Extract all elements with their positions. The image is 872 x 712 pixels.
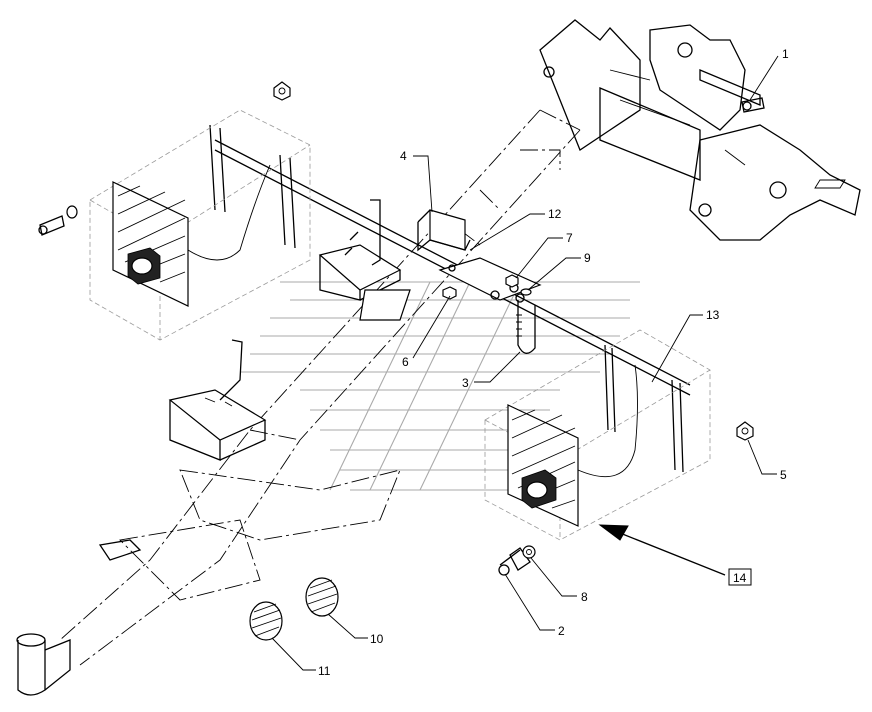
callout-5: 5 [780, 468, 787, 482]
nut-part-6 [442, 286, 457, 300]
round-reflector-part-11 [249, 601, 283, 641]
callout-labels: 1 2 3 4 5 6 7 8 9 10 11 12 13 [318, 47, 789, 678]
u-bolt-part-3 [516, 300, 536, 354]
left-bolt [38, 215, 65, 236]
callout-4: 4 [400, 149, 407, 163]
nut-part-7 [505, 274, 519, 288]
left-nut [273, 81, 291, 101]
left-washer [66, 205, 78, 219]
callout-13: 13 [706, 308, 720, 322]
clamp-bracket-part-4 [417, 209, 471, 252]
bolt-part-1 [741, 97, 765, 113]
callout-2: 2 [558, 624, 565, 638]
mounting-plate-part-12 [438, 257, 542, 303]
callout-10: 10 [370, 632, 384, 646]
view-marker-label: 14 [733, 571, 747, 585]
bracket-left-upper [318, 199, 411, 321]
callout-6: 6 [402, 355, 409, 369]
washer-part-9 [520, 288, 532, 296]
view-marker-14: 14 [728, 568, 752, 586]
round-reflector-part-10 [305, 577, 339, 617]
bolt-part-2 [498, 547, 531, 576]
nut-part-5 [736, 421, 754, 441]
leader-lines [271, 55, 779, 671]
right-reflector-lamp [507, 364, 638, 527]
callout-3: 3 [462, 376, 469, 390]
callout-7: 7 [566, 231, 573, 245]
hitch-frame [539, 19, 861, 241]
view-direction-arrow [598, 524, 726, 576]
callout-9: 9 [584, 251, 591, 265]
hitch-eye [16, 539, 142, 696]
callout-11: 11 [318, 664, 331, 678]
watermark-logo [240, 281, 640, 491]
bracket-left-lower [168, 339, 267, 461]
callout-12: 12 [548, 207, 562, 221]
washer-part-8 [522, 545, 536, 559]
callout-8: 8 [581, 590, 588, 604]
callout-1: 1 [782, 47, 789, 61]
left-reflector-lamp [112, 164, 271, 307]
